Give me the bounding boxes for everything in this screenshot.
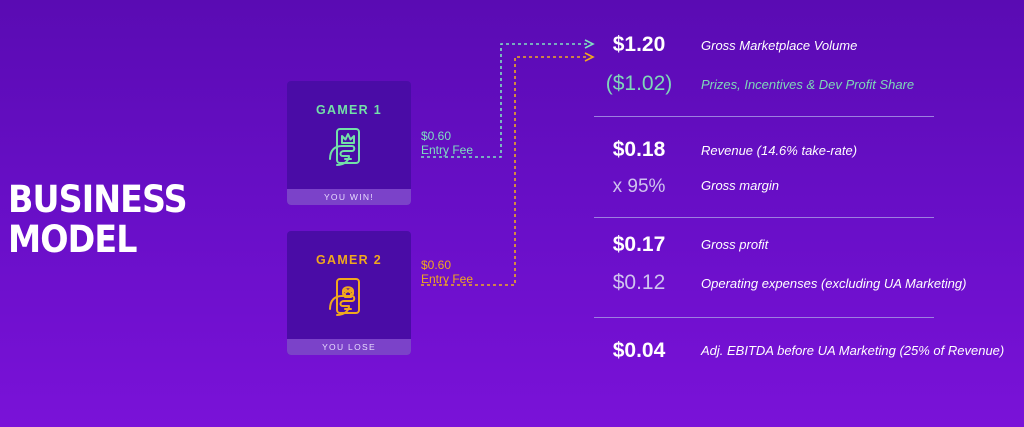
gamer-1-label: GAMER 1 — [315, 103, 383, 117]
adj-ebitda-label: Adj. EBITDA before UA Marketing (25% of … — [701, 343, 1005, 358]
skull-phone-icon — [325, 273, 373, 321]
gamer-1-result: YOU WIN! — [287, 189, 411, 205]
gamer-2-fee-arrow — [421, 56, 588, 286]
operating-expenses-value: $0.12 — [612, 271, 666, 294]
gross-profit-value: $0.17 — [612, 233, 666, 256]
gamer-1-arrowhead — [584, 39, 595, 49]
gross-profit-label: Gross profit — [701, 237, 769, 252]
gamer-2-fee-label: Entry Fee — [421, 272, 474, 286]
title-line-2: MODEL — [8, 218, 137, 261]
divider-2 — [594, 217, 934, 218]
revenue-label: Revenue (14.6% take-rate) — [701, 143, 858, 158]
gross-margin-value: x 95% — [612, 176, 666, 197]
prizes-value: ($1.02) — [605, 72, 673, 95]
operating-expenses-label: Operating expenses (excluding UA Marketi… — [701, 276, 967, 291]
gamer-2-card: GAMER 2 YOU LOSE — [287, 231, 411, 355]
title-line-1: BUSINESS — [8, 178, 188, 221]
gamer-1-card: GAMER 1 YOU WIN! — [287, 81, 411, 205]
prizes-label: Prizes, Incentives & Dev Profit Share — [701, 77, 915, 92]
adj-ebitda-value: $0.04 — [612, 339, 666, 362]
gross-marketplace-volume-value: $1.20 — [612, 33, 666, 56]
gamer-2-label: GAMER 2 — [315, 253, 383, 267]
gamer-1-fee-arrow — [421, 43, 588, 158]
gamer-1-fee-label: Entry Fee — [421, 143, 474, 157]
crown-phone-icon — [325, 123, 373, 171]
gamer-1-entry-fee: $0.60 Entry Fee — [421, 129, 473, 157]
page-title: BUSINESS MODEL — [8, 178, 188, 261]
gross-margin-label: Gross margin — [701, 178, 780, 193]
gamer-2-entry-fee: $0.60 Entry Fee — [421, 258, 473, 286]
gamer-1-fee-amount: $0.60 — [421, 129, 452, 143]
gamer-2-fee-amount: $0.60 — [421, 258, 452, 272]
divider-3 — [594, 317, 934, 318]
revenue-value: $0.18 — [612, 138, 666, 161]
gamer-2-arrowhead — [584, 52, 595, 62]
gamer-2-result: YOU LOSE — [287, 339, 411, 355]
gross-marketplace-volume-label: Gross Marketplace Volume — [701, 38, 858, 53]
divider-1 — [594, 116, 934, 117]
